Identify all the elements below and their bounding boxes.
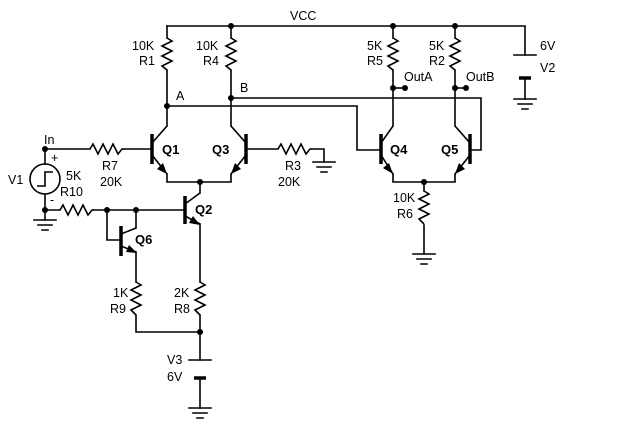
junction-dot (42, 146, 48, 152)
transistor-q4 (379, 125, 394, 175)
vcc-label: VCC (290, 9, 316, 23)
ground-icon (33, 219, 57, 231)
v1-minus-label: - (50, 193, 54, 207)
r1-value: 10K (132, 39, 155, 53)
r2-name: R2 (429, 54, 445, 68)
r6-name: R6 (397, 207, 413, 221)
r7-value: 20K (100, 175, 123, 189)
junction-dot (197, 179, 203, 185)
junction-dot (133, 207, 139, 213)
transistor-q6 (119, 226, 137, 256)
node-out-a-label: OutA (404, 70, 433, 84)
v2-name: V2 (540, 61, 555, 75)
junction-dot (197, 329, 203, 335)
transistor-q2 (183, 192, 201, 225)
node-b-label: B (240, 81, 248, 95)
junction-dots (42, 23, 469, 335)
resistor-r5 (386, 37, 400, 71)
transistor-q3-label: Q3 (212, 142, 229, 157)
resistor-r2 (448, 37, 462, 71)
r9-name: R9 (110, 302, 126, 316)
ground-icon (412, 253, 436, 265)
r10-value: 5K (66, 169, 82, 183)
r4-name: R4 (203, 54, 219, 68)
resistor-r1 (160, 37, 174, 71)
junction-dot (390, 23, 396, 29)
ground-icon (312, 161, 336, 173)
node-a-label: A (176, 89, 185, 103)
transistor-q5-label: Q5 (441, 142, 458, 157)
node-in-label: In (44, 133, 54, 147)
r5-name: R5 (367, 54, 383, 68)
node-out-b-label: OutB (466, 70, 495, 84)
resistor-r10 (59, 203, 94, 217)
resistor-r4 (224, 37, 238, 71)
junction-dot (104, 207, 110, 213)
junction-dot (421, 179, 427, 185)
r4-value: 10K (196, 39, 219, 53)
transistor-q6-label: Q6 (135, 232, 152, 247)
resistor-r3 (277, 142, 312, 156)
ground-icon (188, 407, 212, 419)
r6-value: 10K (393, 191, 416, 205)
resistor-r6 (417, 190, 431, 225)
r3-name: R3 (285, 159, 301, 173)
battery-v3 (188, 359, 212, 380)
junction-dot (402, 85, 408, 91)
resistor-r9 (129, 281, 143, 316)
r3-value: 20K (278, 175, 301, 189)
battery-v2 (513, 54, 537, 80)
transistor-q2-label: Q2 (195, 202, 212, 217)
junction-dot (452, 85, 458, 91)
v2-value: 6V (540, 39, 556, 53)
v1-plus-label: + (51, 151, 58, 165)
transistor-q5 (454, 125, 472, 175)
junction-dot (42, 207, 48, 213)
v3-name: V3 (167, 353, 182, 367)
junction-dot (463, 85, 469, 91)
transistor-q1 (150, 125, 168, 175)
junction-dot (228, 23, 234, 29)
resistor-r8 (193, 281, 207, 316)
transistor-q3 (230, 125, 248, 175)
resistor-r7 (89, 142, 124, 156)
v3-value: 6V (167, 370, 183, 384)
v1-name: V1 (8, 173, 23, 187)
transistor-q1-label: Q1 (162, 142, 179, 157)
r8-name: R8 (174, 302, 190, 316)
wires (44, 25, 526, 409)
r9-value: 1K (113, 286, 129, 300)
junction-dot (164, 103, 170, 109)
r10-name: R10 (60, 185, 83, 199)
transistor-q4-label: Q4 (390, 142, 408, 157)
junction-dot (452, 23, 458, 29)
voltage-source-v1 (29, 163, 61, 195)
r8-value: 2K (174, 286, 190, 300)
junction-dot (228, 95, 234, 101)
r7-name: R7 (102, 159, 118, 173)
junction-dot (390, 85, 396, 91)
r5-value: 5K (367, 39, 383, 53)
ground-icon (513, 98, 537, 110)
r1-name: R1 (139, 54, 155, 68)
r2-value: 5K (429, 39, 445, 53)
